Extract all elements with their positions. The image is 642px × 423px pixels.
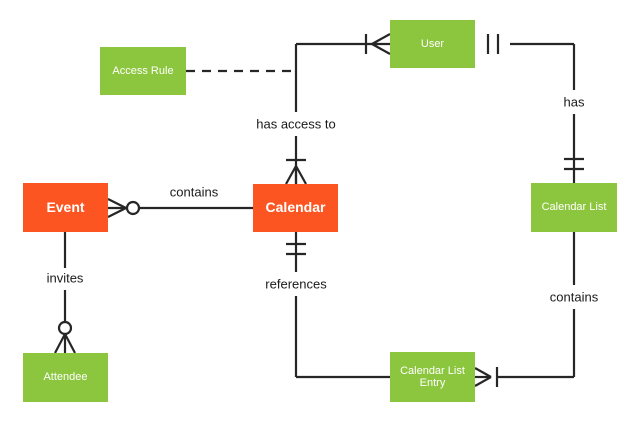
- edge-label-contains-calendar: contains: [166, 184, 222, 200]
- entity-event[interactable]: Event: [23, 183, 108, 232]
- cardinality-one-calendar-list-top: [564, 157, 584, 171]
- entity-access-rule[interactable]: Access Rule: [100, 47, 186, 95]
- entity-label-calendar: Calendar: [265, 199, 326, 216]
- edge-label-references-text: references: [265, 276, 327, 292]
- entity-label-calendar-list: Calendar List: [541, 201, 607, 214]
- entity-calendar-list-entry[interactable]: Calendar List Entry: [390, 352, 475, 402]
- edge-label-has-text: has: [563, 94, 585, 110]
- cardinality-zero-or-many-attendee-top: [54, 320, 76, 354]
- edge-label-has-access-to-text: has access to: [256, 116, 336, 132]
- edge-label-contains-entry-text: contains: [549, 289, 599, 305]
- entity-calendar-list[interactable]: Calendar List: [531, 183, 617, 232]
- cardinality-one-or-many-cle-right: [474, 367, 499, 387]
- entity-label-user: User: [420, 37, 445, 50]
- cardinality-one-calendar-bottom: [286, 242, 306, 256]
- entity-label-access-rule: Access Rule: [112, 64, 174, 77]
- edge-label-has-access-to: has access to: [253, 116, 339, 132]
- entity-attendee[interactable]: Attendee: [23, 353, 108, 402]
- edge-label-invites: invites: [43, 270, 87, 286]
- cardinality-one-or-many-calendar-top: [285, 158, 307, 185]
- cardinality-zero-or-many-event-right: [107, 198, 141, 218]
- entity-label-attendee: Attendee: [43, 371, 88, 384]
- edge-label-contains-calendar-text: contains: [169, 184, 219, 200]
- cardinality-one-user-right: [486, 34, 500, 54]
- edge-label-invites-text: invites: [46, 270, 84, 286]
- cardinality-one-or-many-user-left: [364, 33, 391, 55]
- entity-user[interactable]: User: [390, 20, 475, 68]
- edge-label-has: has: [560, 94, 588, 110]
- edge-label-contains-entry: contains: [546, 289, 602, 305]
- edge-label-references: references: [262, 276, 330, 292]
- entity-label-event: Event: [46, 198, 85, 215]
- entity-label-calendar-list-entry: Calendar List Entry: [400, 364, 465, 389]
- entity-calendar[interactable]: Calendar: [253, 184, 338, 232]
